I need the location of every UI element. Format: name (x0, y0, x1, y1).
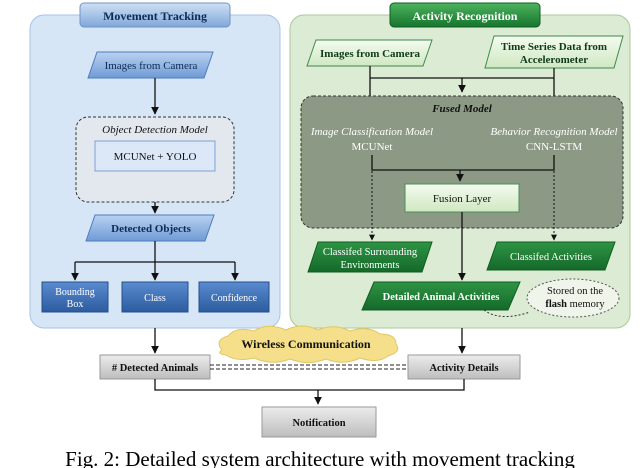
classified-environments-line2: Environments (341, 260, 400, 271)
wireless-communication-text: Wireless Communication (241, 337, 371, 351)
time-series-line1: Time Series Data from (501, 41, 607, 53)
flash-memory-callout (526, 278, 620, 318)
detailed-animal-activities-text: Detailed Animal Activities (383, 292, 500, 303)
fused-model-title: Fused Model (431, 103, 493, 115)
bounding-box-line2: Box (67, 299, 84, 310)
detected-animals-text: # Detected Animals (112, 363, 198, 374)
notification-box (261, 406, 377, 438)
detected-animals-box (99, 354, 211, 380)
mcunet-yolo-box (94, 140, 216, 172)
wireless-cloud (218, 325, 399, 363)
right-images-from-camera-text: Images from Camera (320, 48, 420, 60)
fusion-layer-box (404, 183, 520, 213)
movement-tracking-header (79, 2, 231, 28)
bounding-box-line1: Bounding (55, 287, 94, 298)
detected-objects (85, 214, 215, 242)
classified-activities (486, 241, 616, 271)
image-classification-model-name: MCUNet (352, 141, 393, 153)
confidence-output (198, 281, 270, 313)
behavior-recognition-model-title: Behavior Recognition Model (490, 126, 617, 138)
detected-objects-text: Detected Objects (111, 223, 191, 235)
flash-memory-line2: flash memory (545, 299, 605, 310)
right-images-from-camera (306, 39, 433, 67)
time-series-line2: Accelerometer (520, 54, 588, 66)
activity-recognition-header-text: Activity Recognition (413, 9, 518, 23)
fusion-layer-text: Fusion Layer (433, 193, 492, 205)
bounding-box-output (41, 281, 109, 313)
flash-memory-line1: Stored on the (547, 286, 603, 297)
movement-tracking-header-text: Movement Tracking (103, 9, 207, 23)
activity-recognition-header (389, 2, 541, 28)
class-output-text: Class (144, 293, 166, 304)
activity-details-text: Activity Details (429, 363, 498, 374)
classified-environments-line1: Classifed Surrounding (323, 247, 418, 258)
figure-caption: Fig. 2: Detailed system architecture wit… (65, 447, 575, 468)
activity-details-box (407, 354, 521, 380)
class-output (121, 281, 189, 313)
notification-text: Notification (292, 418, 345, 429)
behavior-recognition-model-name: CNN-LSTM (526, 141, 582, 153)
left-images-from-camera-text: Images from Camera (105, 60, 198, 72)
image-classification-model-title: Image Classification Model (310, 126, 433, 138)
detailed-animal-activities (361, 281, 521, 311)
confidence-output-text: Confidence (211, 293, 258, 304)
classified-activities-text: Classifed Activities (510, 252, 592, 263)
classified-environments (307, 241, 433, 273)
mcunet-yolo-text: MCUNet + YOLO (114, 151, 197, 163)
object-detection-model-title: Object Detection Model (102, 124, 208, 136)
time-series-data (484, 35, 624, 69)
left-images-from-camera (87, 51, 214, 79)
